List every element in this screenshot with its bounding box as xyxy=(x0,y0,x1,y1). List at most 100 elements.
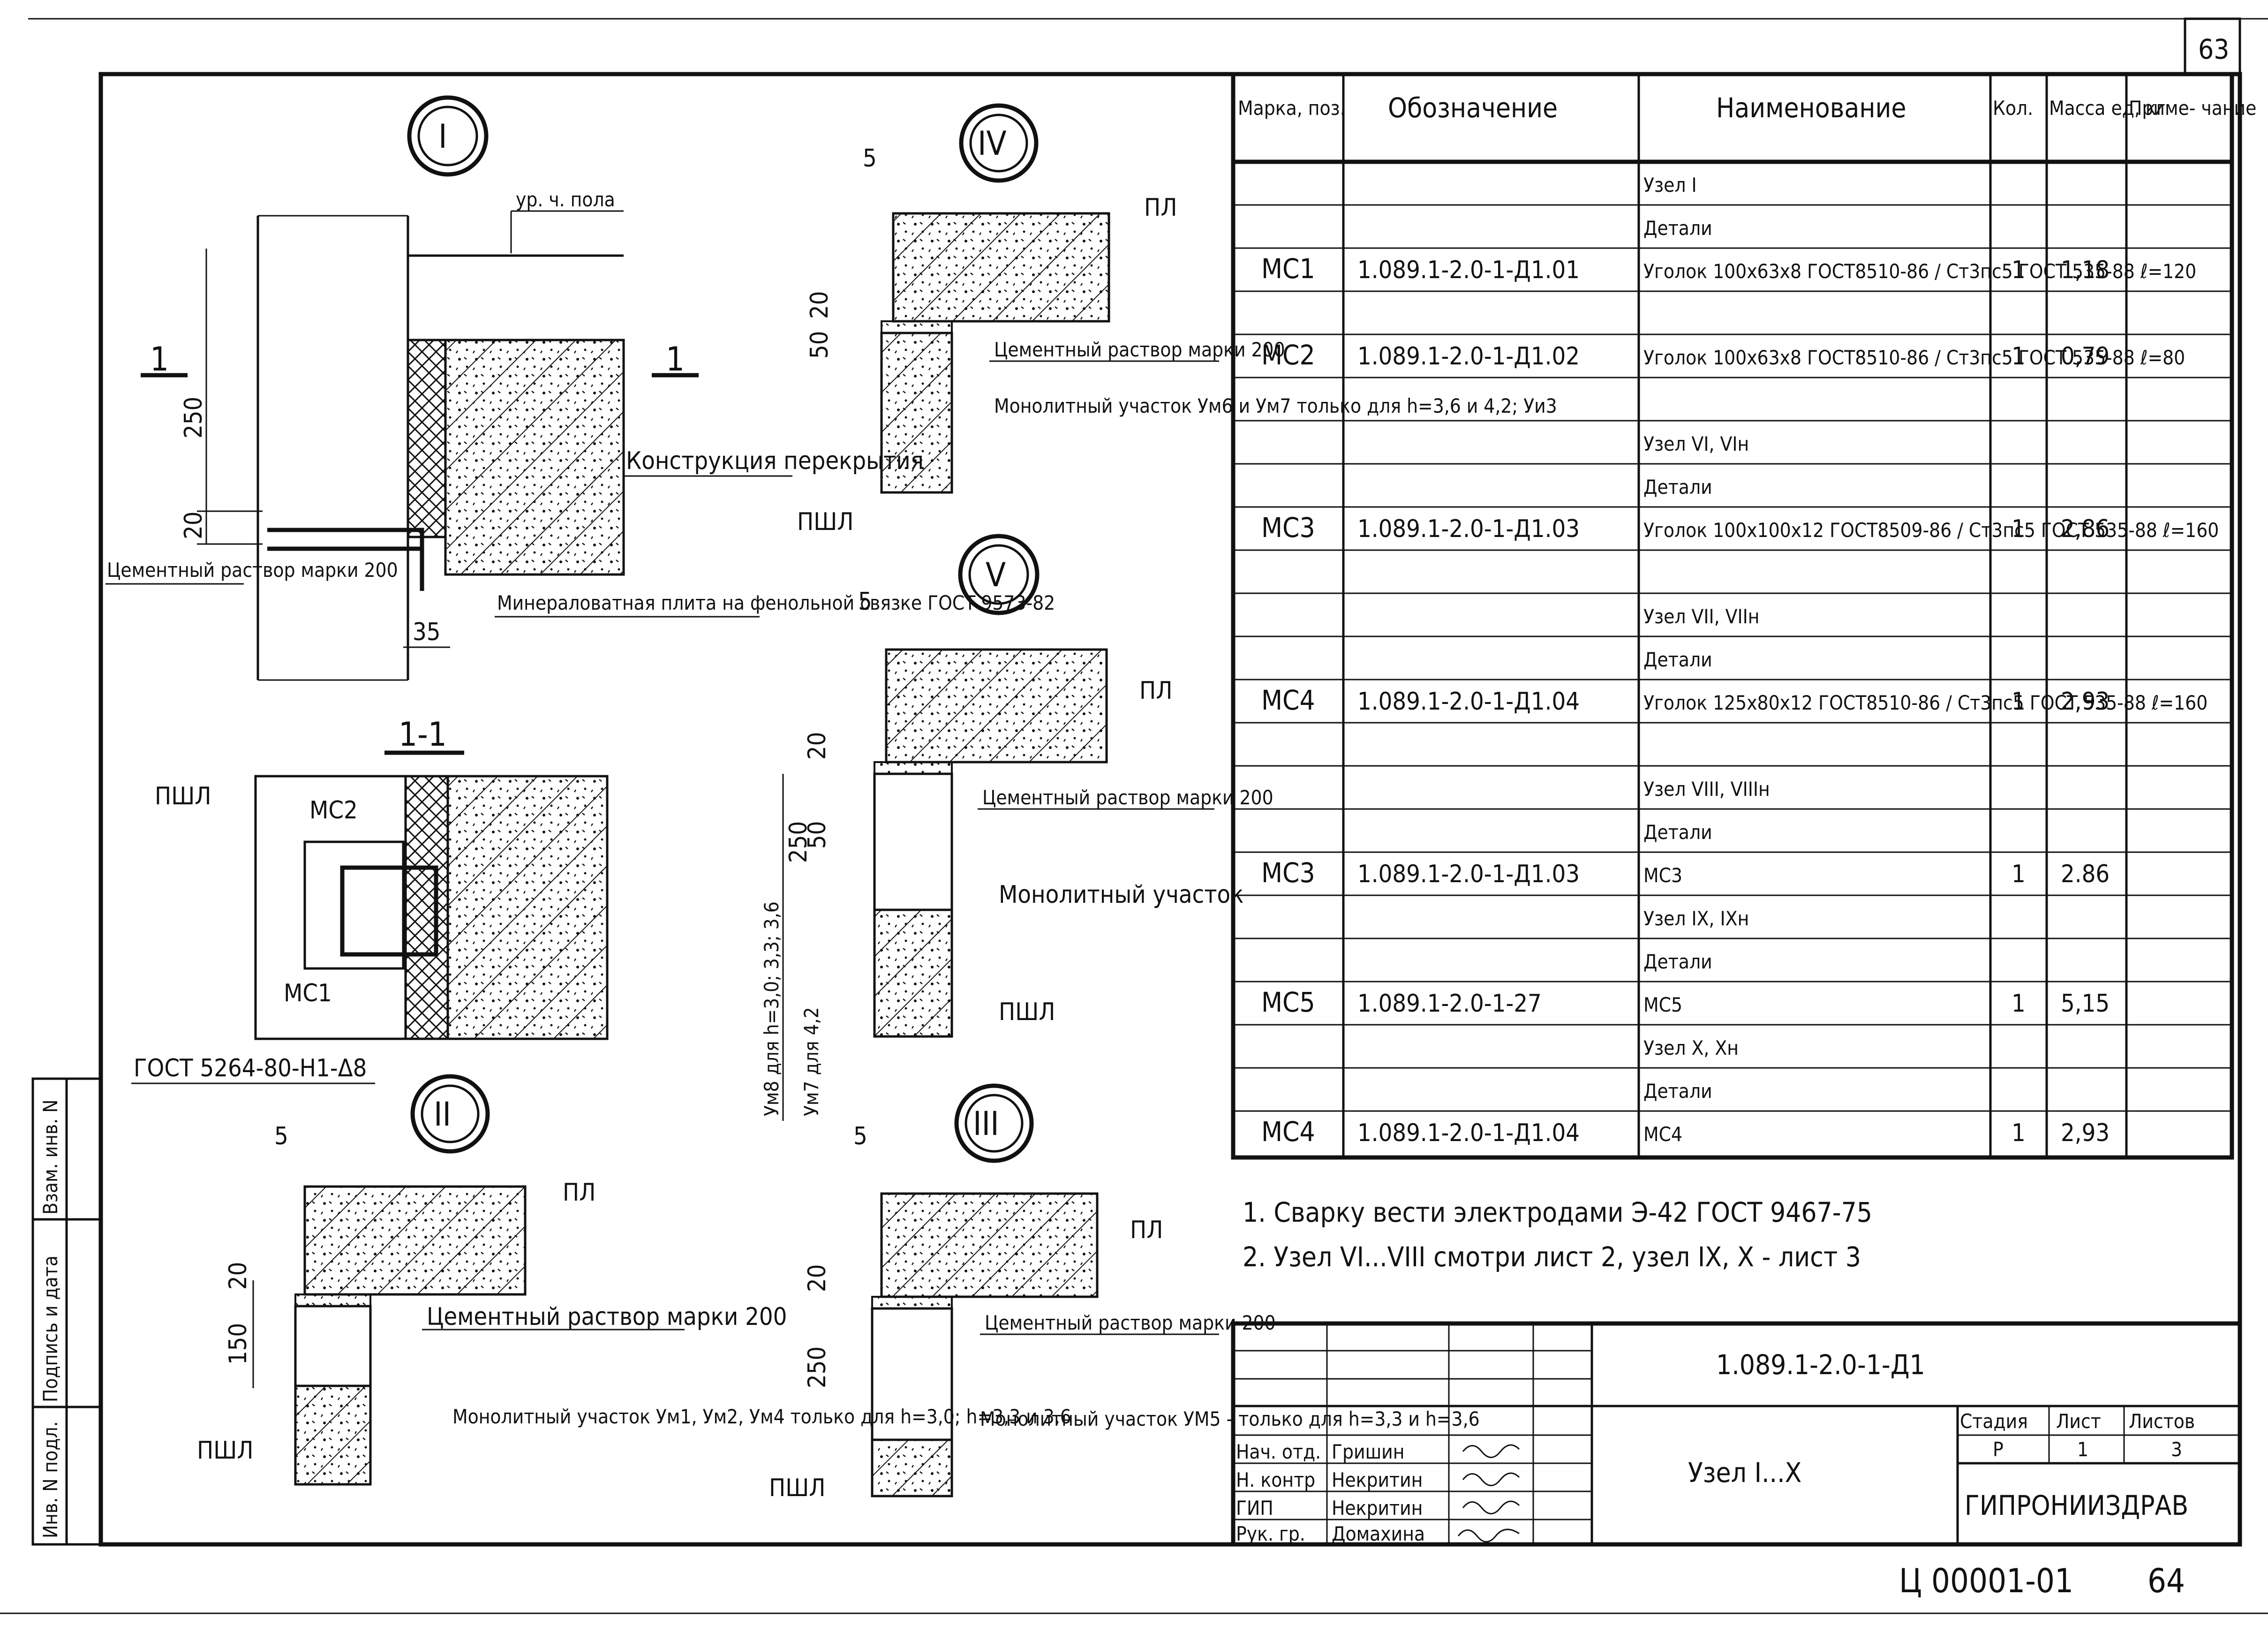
table-cell-qty: 1 xyxy=(2012,342,2026,371)
table-cell-mark: МС4 xyxy=(1261,1116,1315,1148)
table-cell-qty: 1 xyxy=(2012,1119,2026,1147)
table-cell-qty: 1 xyxy=(2012,256,2026,284)
spec-table: Марка, поз. Обозначение Наименование Кол… xyxy=(1231,72,2256,1160)
table-cell-code: 1.089.1-2.0-1-Д1.01 xyxy=(1357,256,1580,284)
section-pshl: ПШЛ xyxy=(155,782,211,810)
table-cell-name: Детали xyxy=(1643,950,1712,973)
sheet-frame xyxy=(98,72,2242,1547)
side-label-vzam: Взам. инв. N xyxy=(39,1100,62,1215)
table-cell-qty: 1 xyxy=(2012,688,2026,716)
tb-role-3: ГИП xyxy=(1236,1497,1273,1520)
table-cell-name: Узел VI, VIн xyxy=(1643,432,1749,455)
node-1-construction: Конструкция перекрытия xyxy=(626,447,924,475)
node-1-dim-35: 35 xyxy=(413,618,441,646)
node-5-dim50: 50 xyxy=(803,821,831,849)
node-5-marker xyxy=(958,534,1040,615)
table-cell-code: 1.089.1-2.0-1-Д1.04 xyxy=(1357,1119,1580,1147)
table-cell-mass: 5,15 xyxy=(2061,990,2110,1018)
table-cell-name: Уголок 100х63х8 ГОСТ8510-86 / Ст3пс5 ГОС… xyxy=(1643,260,2196,283)
node-4-pl: ПЛ xyxy=(1144,194,1177,222)
table-cell-mark: МС2 xyxy=(1261,339,1315,371)
table-cell-name: Узел I xyxy=(1643,174,1697,197)
table-cell-name: Узел VII, VIIн xyxy=(1643,605,1759,628)
node-2-mortar-strip xyxy=(294,1293,371,1307)
table-cell-name: Уголок 125х80х12 ГОСТ8510-86 / Ст3пс5 ГО… xyxy=(1643,691,2208,714)
tb-name-1: Гришин xyxy=(1332,1440,1404,1463)
table-cell-mark: МС4 xyxy=(1261,684,1315,716)
tb-sheets: 3 xyxy=(2171,1438,2182,1461)
table-cell-code: 1.089.1-2.0-1-Д1.03 xyxy=(1357,515,1580,543)
node-3-pl: ПЛ xyxy=(1130,1216,1163,1244)
node-2-mortar: Цементный раствор марки 200 xyxy=(427,1303,787,1331)
node-5-pl: ПЛ xyxy=(1139,677,1172,705)
note-1: 1. Сварку вести электродами Э-42 ГОСТ 94… xyxy=(1243,1196,1872,1228)
table-cell-name: МС5 xyxy=(1643,993,1682,1016)
note-2: 2. Узел VI...VIII смотри лист 2, узел IX… xyxy=(1243,1241,1861,1273)
node-5-side2: Ум7 для 4,2 xyxy=(800,1007,823,1116)
node-1-section-left: 1 xyxy=(150,340,169,378)
signature-1 xyxy=(1462,1444,1520,1458)
table-cell-code: 1.089.1-2.0-1-27 xyxy=(1357,990,1542,1018)
section-wool xyxy=(404,775,449,1040)
section-1-1: 1-1 ПШЛ МС2 МС1 ГОСТ 5264-80-Н1-Δ8 xyxy=(131,715,609,1084)
table-cell-qty: 1 xyxy=(2012,860,2026,888)
th-name: Наименование xyxy=(1716,92,1906,124)
node-3-mortar: Цементный раствор марки 200 xyxy=(985,1311,1276,1334)
node-5-dim250: 250 xyxy=(784,821,813,863)
table-cell-name: МС3 xyxy=(1643,864,1682,887)
signature-2 xyxy=(1462,1472,1520,1486)
node-4-monolith-label: Монолитный участок Ум6 и Ум7 только для … xyxy=(994,394,1557,417)
table-cell-name: Узел VIII, VIIIн xyxy=(1643,778,1770,801)
node-4-dim5: 5 xyxy=(863,144,877,173)
node-1-dim-250: 250 xyxy=(180,397,208,439)
table-cell-name: Узел IX, IXн xyxy=(1643,907,1749,930)
node-1-marker-label: I xyxy=(438,117,447,156)
section-title: 1-1 xyxy=(399,715,447,754)
node-4-mortar: Цементный раствор марки 200 xyxy=(994,338,1285,361)
tb-role-1: Нач. отд. xyxy=(1236,1440,1321,1463)
node-1-dim-20: 20 xyxy=(180,511,208,539)
node-2-marker-label: II xyxy=(434,1095,451,1134)
node-3-pshl: ПШЛ xyxy=(769,1474,825,1502)
section-mc2: МС2 xyxy=(309,796,358,824)
node-5-monolith-label: Монолитный участок xyxy=(999,881,1243,909)
tb-role-2: Н. контр xyxy=(1236,1468,1315,1491)
signature-3 xyxy=(1462,1500,1520,1514)
node-2-pshl: ПШЛ xyxy=(197,1437,253,1465)
table-cell-qty: 1 xyxy=(2012,990,2026,1018)
node-4-marker-label: IV xyxy=(978,124,1007,163)
tb-name-2: Некритин xyxy=(1332,1468,1423,1491)
table-cell-mass: 2.86 xyxy=(2061,860,2110,888)
node-3-marker xyxy=(954,1083,1034,1163)
node-2-monolith xyxy=(294,1305,372,1387)
node-1-section-right: 1 xyxy=(666,340,685,378)
node-2-dim5: 5 xyxy=(274,1122,288,1150)
node-1: I ур. ч. пола 250 20 35 1 1 Конструкция … xyxy=(105,95,1055,681)
node-2-monolith-label: Монолитный участок Ум1, Ум2, Ум4 только … xyxy=(452,1405,1071,1428)
th-mark: Марка, поз. xyxy=(1238,97,1346,120)
table-cell-code: 1.089.1-2.0-1-Д1.02 xyxy=(1357,342,1580,371)
tb-org: ГИПРОНИИЗДРАВ xyxy=(1965,1490,2188,1521)
node-5-side: Ум8 для h=3,0; 3,3; 3,6 xyxy=(760,901,783,1116)
node-5-monolith xyxy=(873,772,953,911)
table-cell-name: Детали xyxy=(1643,648,1712,671)
tb-name-3: Некритин xyxy=(1332,1497,1423,1520)
node-3-marker-label: III xyxy=(973,1104,999,1143)
table-cell-mark: МС3 xyxy=(1261,857,1315,889)
tb-sheet: 1 xyxy=(2077,1438,2088,1461)
tb-sheets-label: Листов xyxy=(2129,1410,2195,1433)
tb-stage-label: Стадия xyxy=(1960,1410,2028,1433)
node-5-mortar: Цементный раствор марки 200 xyxy=(982,786,1273,809)
node-2-pl: ПЛ xyxy=(563,1179,595,1207)
signature-4 xyxy=(1457,1528,1520,1543)
node-5-dim20: 20 xyxy=(803,732,831,760)
node-4-dim20: 20 xyxy=(806,291,834,319)
table-cell-name: Детали xyxy=(1643,476,1712,499)
corner-number: 63 xyxy=(2198,33,2229,65)
node-3: III 5 20 250 ПЛ ПШЛ Цементный раствор ма… xyxy=(769,1083,1480,1502)
table-cell-name: МС4 xyxy=(1643,1123,1682,1146)
tb-sheet-label: Лист xyxy=(2056,1410,2101,1433)
tb-title: Узел I...X xyxy=(1688,1457,1801,1489)
node-3-monolith-label: Монолитный участок УМ5 - только для h=3,… xyxy=(980,1407,1480,1430)
